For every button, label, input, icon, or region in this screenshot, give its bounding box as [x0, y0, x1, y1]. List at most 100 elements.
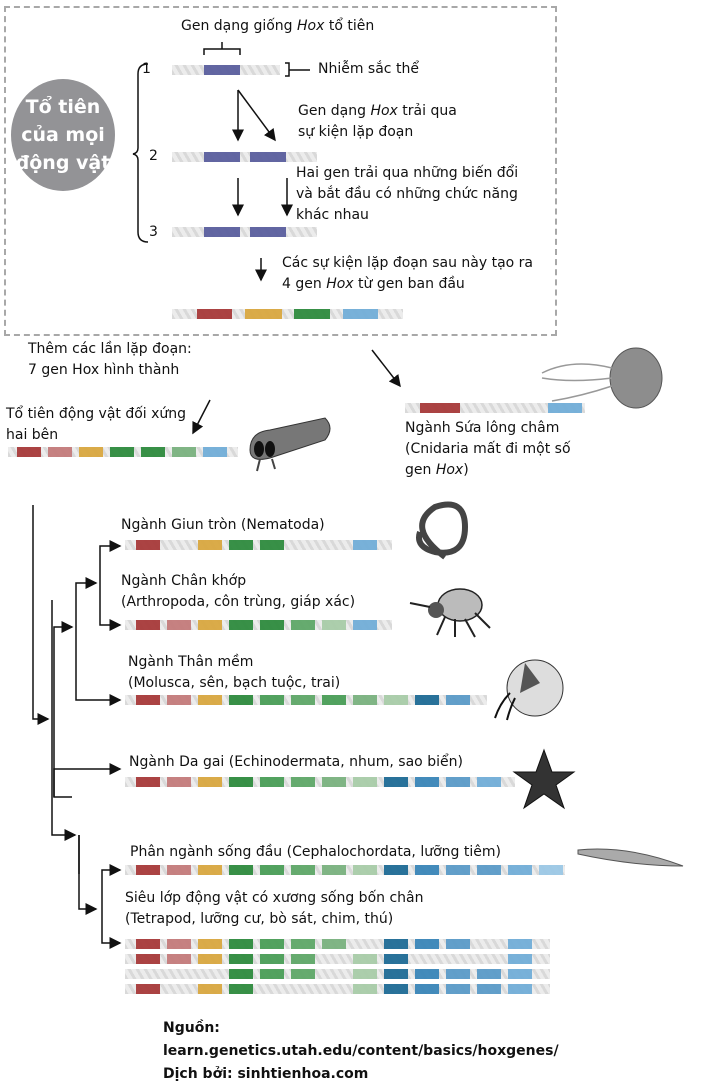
chromosome-4-hox	[172, 309, 403, 319]
chromosome-echinodermata	[125, 777, 515, 787]
hox-gene	[322, 620, 346, 630]
hox-gene	[446, 984, 470, 994]
hox-gene	[384, 954, 408, 964]
hox-gene	[384, 865, 408, 875]
hox-gene	[446, 865, 470, 875]
hox-gene	[260, 695, 284, 705]
hox-gene	[291, 939, 315, 949]
ancestor-dashed-box	[4, 6, 557, 336]
hox-gene	[136, 540, 160, 550]
nematoda-label: Ngành Giun tròn (Nematoda)	[121, 517, 325, 533]
hox-gene	[229, 939, 253, 949]
hox-gene	[477, 777, 501, 787]
chromosome-bilaterian	[8, 447, 238, 457]
hox-gene	[136, 939, 160, 949]
badge-line: động vật	[15, 152, 111, 174]
hox-gene	[136, 954, 160, 964]
source-heading: Nguồn:	[163, 1020, 220, 1036]
hox-gene	[384, 695, 408, 705]
chromosome-tetrapod	[125, 954, 550, 964]
hox-gene	[204, 65, 240, 75]
chromosome-cnidaria	[405, 403, 585, 413]
hox-gene	[203, 447, 227, 457]
hox-gene	[291, 954, 315, 964]
hox-gene	[322, 777, 346, 787]
hox-gene	[291, 865, 315, 875]
bilaterian-ancestor-icon	[249, 417, 331, 472]
hox-gene	[353, 865, 377, 875]
hox-gene	[260, 540, 284, 550]
hox-gene	[260, 620, 284, 630]
jellyfish-icon	[541, 347, 663, 409]
hox-gene	[167, 777, 191, 787]
hox-gene	[477, 969, 501, 979]
hox-gene	[260, 777, 284, 787]
hox-gene	[136, 984, 160, 994]
hox-gene	[260, 865, 284, 875]
hox-gene	[110, 447, 134, 457]
hox-gene	[508, 865, 532, 875]
hox-gene	[384, 969, 408, 979]
hox-gene	[353, 695, 377, 705]
chromosome-tetrapod	[125, 984, 550, 994]
chromosome-arthropoda	[125, 620, 392, 630]
hox-gene	[291, 969, 315, 979]
hox-gene	[322, 695, 346, 705]
hox-gene	[79, 447, 103, 457]
step-1: 1	[142, 61, 151, 77]
hox-gene	[250, 152, 286, 162]
hox-gene	[548, 403, 582, 413]
hox-gene	[353, 969, 377, 979]
hox-gene	[167, 620, 191, 630]
hox-gene	[353, 984, 377, 994]
hox-gene	[322, 939, 346, 949]
hox-gene	[167, 865, 191, 875]
hox-gene	[229, 954, 253, 964]
hox-gene	[48, 447, 72, 457]
hox-gene	[384, 777, 408, 787]
hox-gene	[229, 969, 253, 979]
hox-gene	[167, 954, 191, 964]
hox-gene	[508, 954, 532, 964]
ancestral-gene-label: Gen dạng giống Hox tổ tiên	[181, 18, 375, 34]
hox-gene	[343, 309, 378, 319]
hox-gene	[198, 954, 222, 964]
hox-gene	[539, 865, 563, 875]
hox-gene	[197, 309, 232, 319]
hox-gene	[245, 309, 282, 319]
hox-gene	[198, 620, 222, 630]
starfish-icon	[512, 748, 576, 810]
hox-gene	[167, 695, 191, 705]
hox-gene	[260, 939, 284, 949]
hox-gene	[508, 939, 532, 949]
hox-gene	[415, 865, 439, 875]
hox-gene	[136, 777, 160, 787]
arthropoda-label: Ngành Chân khớp(Arthropoda, côn trùng, g…	[121, 573, 356, 610]
badge-line: Tổ tiên	[25, 96, 101, 118]
hox-gene	[229, 620, 253, 630]
chromosome-step-1	[172, 65, 280, 75]
hox-gene	[141, 447, 165, 457]
hox-gene	[446, 695, 470, 705]
hox-gene	[229, 540, 253, 550]
hox-gene	[508, 969, 532, 979]
hox-gene	[415, 939, 439, 949]
hox-gene	[508, 984, 532, 994]
badge-line: của mọi	[21, 124, 105, 146]
echinodermata-label: Ngành Da gai (Echinodermata, nhum, sao b…	[129, 754, 463, 770]
hox-gene	[446, 777, 470, 787]
hox-gene	[172, 447, 196, 457]
hox-gene	[198, 939, 222, 949]
hox-gene	[136, 865, 160, 875]
hox-gene	[198, 865, 222, 875]
hox-gene	[198, 695, 222, 705]
hox-gene	[229, 865, 253, 875]
source-url: learn.genetics.utah.edu/content/basics/h…	[163, 1043, 559, 1059]
hox-gene	[415, 777, 439, 787]
hox-gene	[229, 695, 253, 705]
hox-gene	[291, 695, 315, 705]
chromosome-cephalochordata	[125, 865, 565, 875]
